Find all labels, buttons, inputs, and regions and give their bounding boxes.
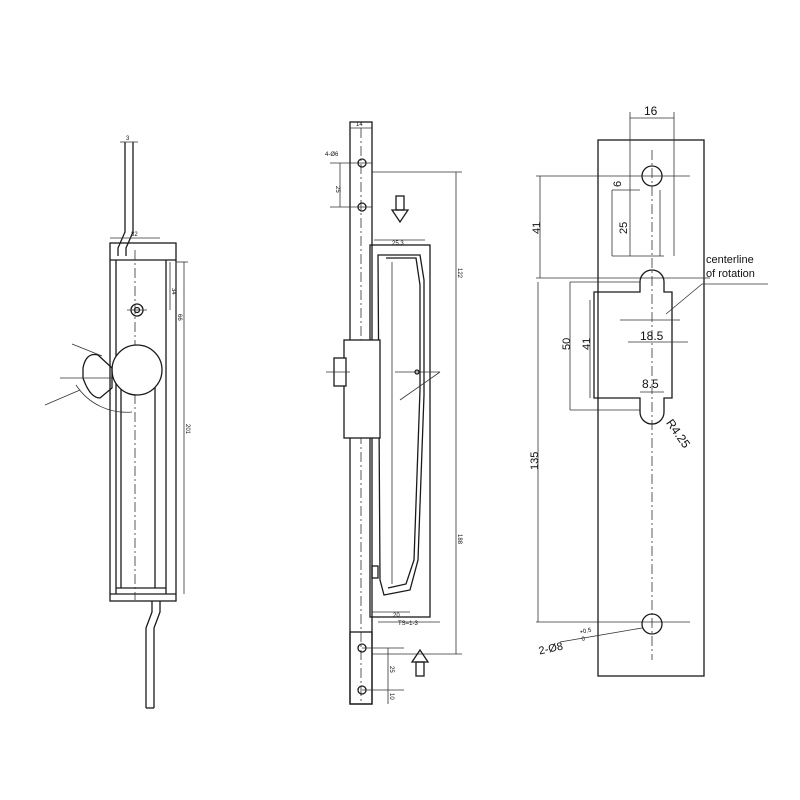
bottom-rod-edge-1 xyxy=(145,601,153,708)
leader-2 xyxy=(44,389,81,406)
dim-34: 34 xyxy=(170,288,176,295)
callout-leader xyxy=(665,283,703,315)
bottom-bracket xyxy=(349,631,373,705)
dim-50: 50 xyxy=(561,338,573,350)
dim-4-holes: 4-Ø6 xyxy=(325,152,339,158)
pivot-disc xyxy=(111,344,163,396)
dim-25-3: 25.3 xyxy=(392,241,404,247)
bottom-rod-edge-2 xyxy=(153,601,161,708)
latch-mark xyxy=(371,565,379,579)
dim-10: 10 xyxy=(388,693,394,700)
lock-cylinder xyxy=(343,339,381,439)
dim-14: 14 xyxy=(356,122,363,128)
left-body-outer xyxy=(109,242,177,602)
top-rod-right-edge xyxy=(125,142,134,256)
handle-tab xyxy=(82,353,113,399)
dim-122: 122 xyxy=(456,268,462,279)
dim-20: 20 xyxy=(393,613,400,619)
arrow-up-icon xyxy=(410,648,430,663)
dim-ts: TS=1-3 xyxy=(398,621,419,627)
dim-r4-25: R4.25 xyxy=(663,416,693,451)
arrow-up-shaft xyxy=(415,661,425,677)
top-rod-left-edge xyxy=(117,142,126,256)
handle-profile xyxy=(377,254,425,596)
handle-inner-edge xyxy=(386,257,421,589)
dim-16: 16 xyxy=(644,104,658,118)
dim-66: 66 xyxy=(176,314,182,321)
dim-41-mid: 41 xyxy=(581,338,593,350)
panel-outline xyxy=(597,139,705,677)
handle-leader xyxy=(399,371,441,401)
callout-line-1: centerline xyxy=(706,254,754,266)
dim-top-thickness: 3 xyxy=(126,136,130,142)
rotation-arc xyxy=(75,384,133,413)
dim-hole-size: 2-Ø8 xyxy=(538,641,564,658)
dim-201: 201 xyxy=(184,424,190,435)
dim-41-top: 41 xyxy=(531,222,543,234)
dim-hole-tol-low: 0 xyxy=(581,636,586,643)
keyhole-cutout xyxy=(593,269,673,425)
dim-6: 6 xyxy=(612,181,624,187)
dim-32: 32 xyxy=(131,232,138,238)
arrow-down-icon xyxy=(390,209,410,224)
dim-25-bottom: 25 xyxy=(388,666,394,673)
hole-leader xyxy=(559,627,643,643)
dim-188: 188 xyxy=(456,534,462,545)
right-view: 16 6 25 41 50 41 18.5 8.5 R4.25 xyxy=(529,104,768,677)
dim-hole-tol-up: +0.5 xyxy=(579,627,592,635)
middle-view: 14 4-Ø6 25 25.3 122 188 xyxy=(325,121,462,705)
dim-8-5: 8.5 xyxy=(642,377,659,391)
bottom-mount-hole xyxy=(641,613,663,635)
dim-25-top: 25 xyxy=(334,186,340,193)
dim-25: 25 xyxy=(618,222,630,234)
leader-1 xyxy=(71,343,103,357)
dim-18-5: 18.5 xyxy=(640,329,664,343)
arrow-down-shaft xyxy=(395,195,405,211)
dim-135: 135 xyxy=(529,452,541,470)
callout-line-2: of rotation xyxy=(706,268,755,280)
left-view: 3 32 34 66 201 xyxy=(44,136,190,709)
